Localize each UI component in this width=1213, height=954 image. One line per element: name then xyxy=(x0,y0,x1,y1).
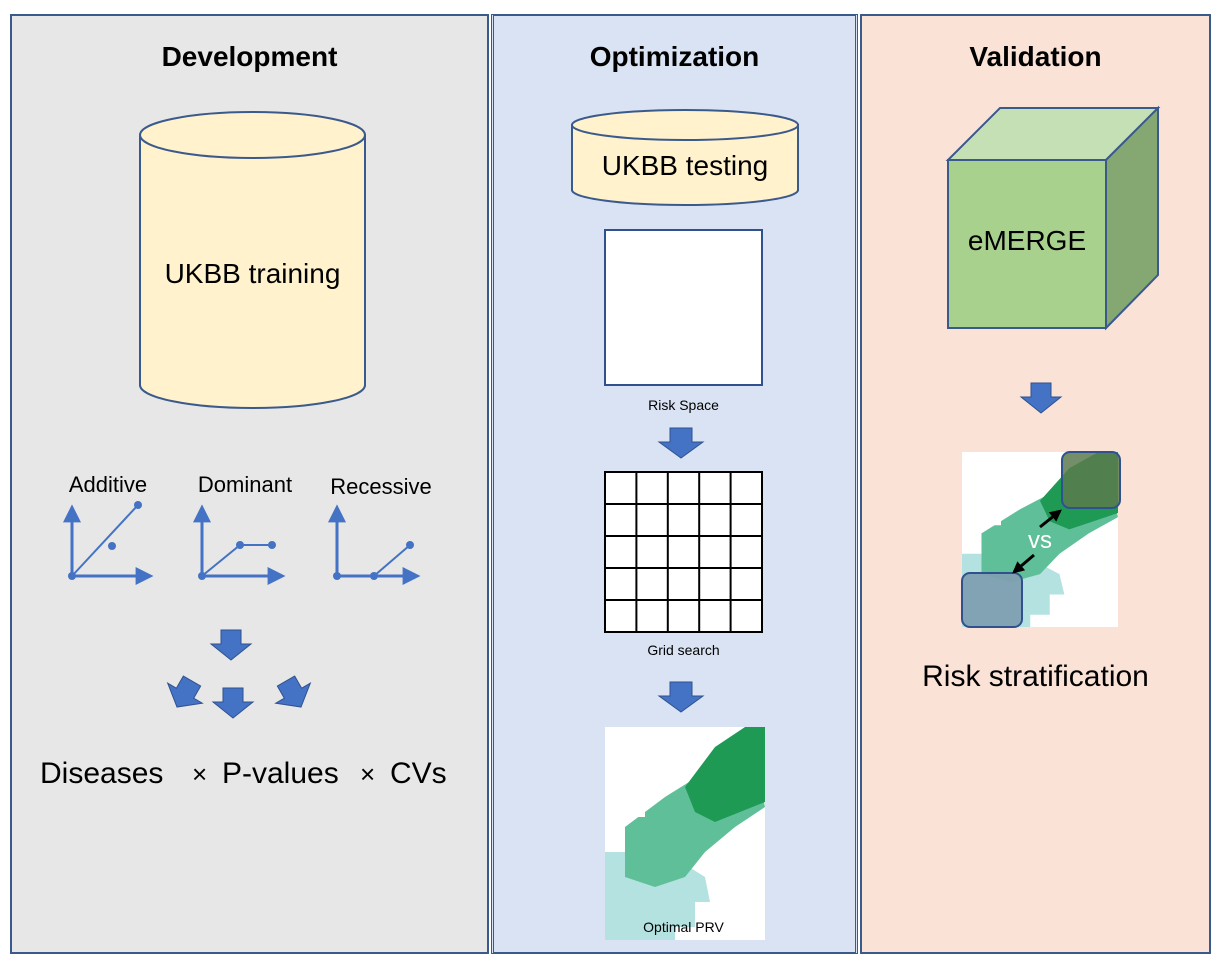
dominant-model-plot xyxy=(193,504,286,585)
emerge-cube xyxy=(945,105,1161,331)
validation-title: Validation xyxy=(969,41,1102,72)
result-p-values: P-values xyxy=(222,757,339,790)
risk-space-label: Risk Space xyxy=(648,397,719,413)
training-database-label: UKBB training xyxy=(164,258,341,289)
risk-stratification-heatmap xyxy=(961,451,1121,628)
compare-arrow xyxy=(1039,509,1062,529)
risk-stratification-label: Risk stratification xyxy=(922,660,1149,693)
optimal-prv-heatmap xyxy=(605,727,765,940)
down-arrow-icon xyxy=(657,427,705,459)
vs-label: vs xyxy=(1028,527,1052,554)
compare-arrow xyxy=(1012,553,1035,574)
high-risk-box xyxy=(1061,451,1121,509)
training-database-cylinder xyxy=(139,111,366,409)
result-cvs: CVs xyxy=(390,757,447,790)
times-symbol: × xyxy=(192,759,208,789)
down-arrow-icon xyxy=(657,681,705,713)
model-label-recessive: Recessive xyxy=(330,474,432,499)
fan-arrows-icon xyxy=(166,675,312,719)
recessive-model-plot xyxy=(328,504,421,585)
development-title: Development xyxy=(161,41,338,72)
optimal-prv-label: Optimal PRV xyxy=(643,919,724,935)
down-arrow-icon xyxy=(209,629,253,661)
times-symbol: × xyxy=(360,759,376,789)
testing-database-cylinder xyxy=(571,109,799,206)
additive-model-plot xyxy=(63,501,154,585)
model-label-dominant: Dominant xyxy=(197,472,293,497)
down-arrow-icon xyxy=(1019,382,1063,414)
optimization-title: Optimization xyxy=(589,41,760,72)
result-diseases: Diseases xyxy=(40,757,164,790)
emerge-label: eMERGE xyxy=(967,225,1087,256)
model-label-additive: Additive xyxy=(68,472,148,497)
grid-search-grid xyxy=(604,471,763,633)
risk-space-box xyxy=(604,229,763,386)
low-risk-box xyxy=(961,572,1023,628)
grid-search-label: Grid search xyxy=(647,642,720,658)
testing-database-label: UKBB testing xyxy=(601,150,769,181)
